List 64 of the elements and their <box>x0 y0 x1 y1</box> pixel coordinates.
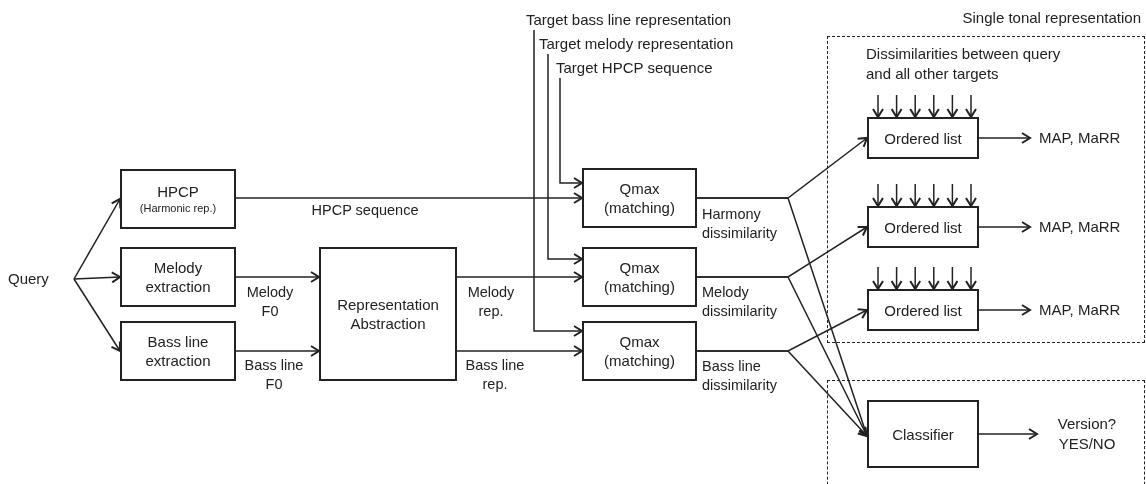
edge-label: Melody rep. <box>466 283 516 321</box>
arrow <box>235 192 583 204</box>
arrow <box>946 266 959 290</box>
arrow <box>978 304 1031 316</box>
arrow <box>946 183 959 207</box>
output-label: MAP, MaRR <box>1030 299 1142 321</box>
arrow <box>872 266 884 290</box>
note-text: Dissimilarities between query and all other targets <box>866 44 1062 84</box>
arrow <box>456 345 583 357</box>
arrow <box>73 278 121 352</box>
arrow <box>978 428 1038 440</box>
arrow <box>73 271 121 284</box>
arrow <box>978 132 1031 144</box>
arrow <box>927 94 940 118</box>
edge-label: Harmony dissimilarity <box>702 205 778 243</box>
process-box: Representation Abstraction <box>319 247 457 381</box>
edge-label: Melody F0 <box>245 283 295 321</box>
process-box: Ordered list <box>867 206 979 248</box>
arrow <box>696 350 868 437</box>
edge-label: Bass line dissimilarity <box>702 357 778 395</box>
process-box: Ordered list <box>867 117 979 159</box>
input-label: Target HPCP sequence <box>556 58 746 78</box>
arrow <box>909 183 922 207</box>
arrow <box>547 53 583 265</box>
input-label: Query <box>8 268 74 290</box>
arrow <box>890 183 903 207</box>
edge-label: HPCP sequence <box>310 201 420 220</box>
arrow <box>909 94 922 118</box>
arrow <box>533 29 583 337</box>
output-label: MAP, MaRR <box>1030 127 1142 149</box>
group-heading: Single tonal representation <box>962 8 1141 28</box>
process-box: Ordered list <box>867 289 979 331</box>
process-box: Qmax (matching) <box>582 168 697 228</box>
input-label: Target bass line representation <box>526 10 766 30</box>
arrow <box>73 198 122 280</box>
arrow <box>927 266 940 290</box>
process-box: Bass line extraction <box>120 321 236 381</box>
dashed-group <box>827 380 1145 484</box>
output-label: MAP, MaRR <box>1030 216 1142 238</box>
edge-label: Bass line F0 <box>243 356 305 394</box>
arrow <box>872 183 884 207</box>
edge-label: Melody dissimilarity <box>702 283 778 321</box>
process-box: Qmax (matching) <box>582 247 697 307</box>
arrow <box>235 271 320 283</box>
arrow <box>927 183 940 207</box>
arrow <box>965 183 977 207</box>
arrow <box>890 266 903 290</box>
arrow <box>909 266 922 290</box>
output-label: Version? YES/NO <box>1037 412 1137 456</box>
arrow <box>559 77 583 189</box>
arrow <box>965 266 977 290</box>
arrow <box>456 271 583 283</box>
arrow <box>965 94 977 118</box>
arrow <box>872 94 884 118</box>
arrow <box>235 345 320 357</box>
arrow <box>890 94 903 118</box>
arrow <box>978 221 1031 233</box>
process-box: Qmax (matching) <box>582 321 697 381</box>
input-label: Target melody representation <box>539 34 771 54</box>
arrow <box>946 94 959 118</box>
process-box: Classifier <box>867 400 979 468</box>
process-box: Melody extraction <box>120 247 236 307</box>
edge-label: Bass line rep. <box>464 356 526 394</box>
process-box: HPCP (Harmonic rep.) <box>120 169 236 229</box>
